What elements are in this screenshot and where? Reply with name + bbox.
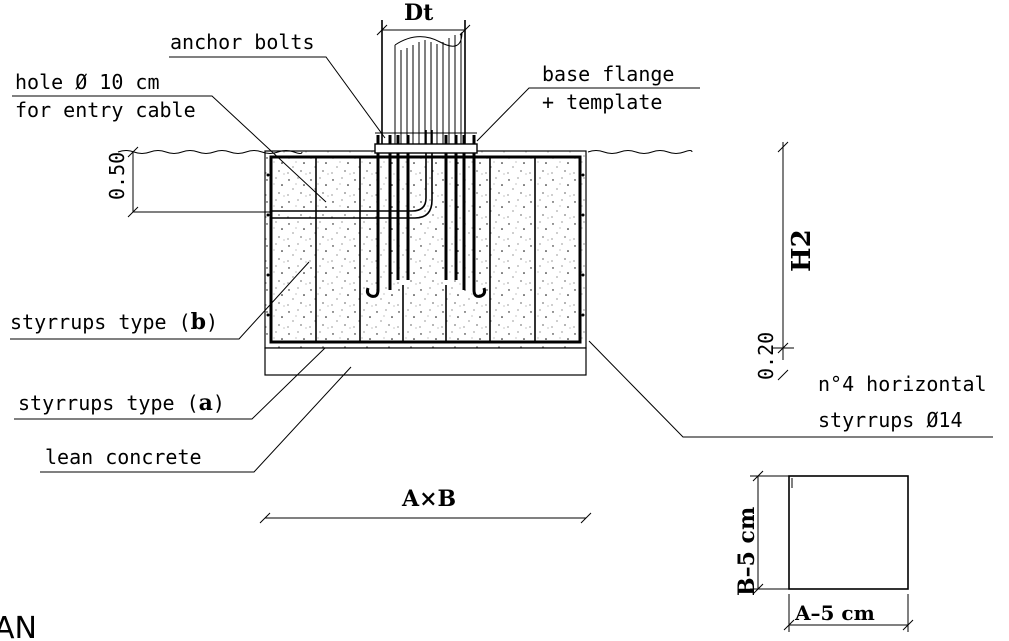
horizontal-styrrups-label-1: n°4 horizontal bbox=[818, 372, 987, 396]
base-flange-label-1: base flange bbox=[542, 62, 674, 86]
svg-text:B–5 cm: B–5 cm bbox=[734, 507, 760, 596]
anchor-bolts bbox=[365, 132, 487, 298]
styrrups-b-label: styrrups type (b) bbox=[10, 309, 218, 335]
svg-text:A–5 cm: A–5 cm bbox=[794, 601, 875, 625]
lean-concrete-layer bbox=[264, 347, 587, 376]
dim-050: 0.50 bbox=[105, 146, 271, 218]
hole-label-1: hole Ø 10 cm bbox=[15, 70, 160, 94]
anchor-bolts-label: anchor bolts bbox=[170, 30, 315, 54]
hole-label-2: for entry cable bbox=[15, 98, 196, 122]
styrrups-a-label: styrrups type (a) bbox=[18, 390, 225, 416]
dt-dimension: Dt bbox=[376, 0, 471, 38]
base-flange-label-2: + template bbox=[542, 90, 662, 114]
lean-concrete-label: lean concrete bbox=[45, 445, 202, 469]
svg-text:0.20: 0.20 bbox=[754, 332, 778, 380]
pole-stub bbox=[381, 20, 466, 152]
horizontal-styrrups-label-2: styrrups Ø14 bbox=[818, 408, 963, 432]
svg-text:A×B: A×B bbox=[401, 486, 456, 512]
axb-dimension: A×B bbox=[259, 486, 592, 524]
dim-h2: H2 0.20 bbox=[754, 141, 817, 381]
plan-square: B–5 cm A–5 cm bbox=[734, 470, 914, 632]
dt-label: Dt bbox=[404, 0, 434, 26]
svg-text:H2: H2 bbox=[787, 229, 817, 272]
svg-text:0.50: 0.50 bbox=[105, 152, 129, 200]
plan-title-partial: AN bbox=[0, 611, 37, 641]
cable-duct bbox=[271, 130, 427, 212]
